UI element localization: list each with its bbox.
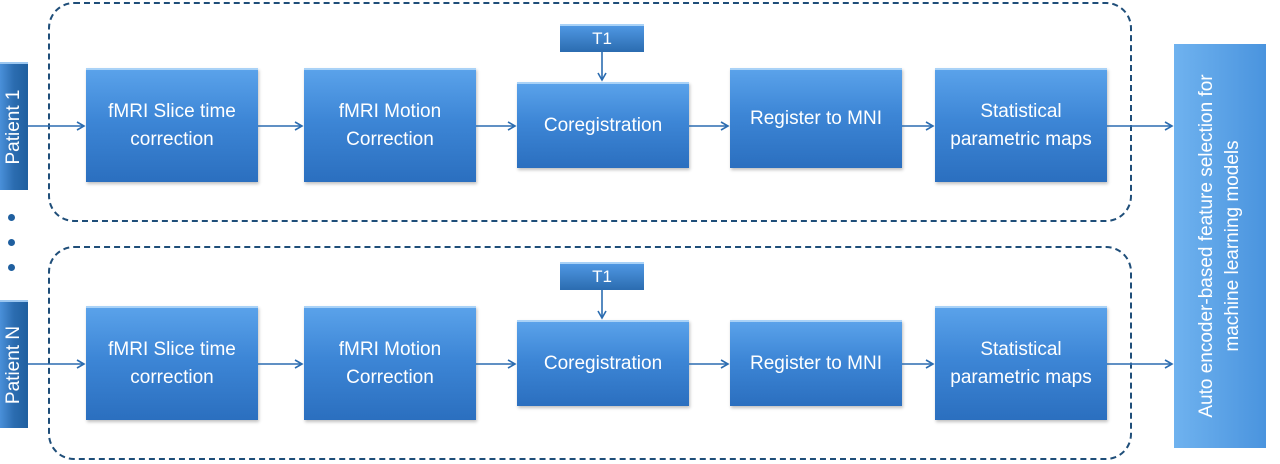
motion-correction-box: fMRI Motion Correction <box>304 68 476 182</box>
step-label: fMRI Motion Correction <box>338 101 442 150</box>
step-label: Statistical parametric maps <box>950 339 1092 388</box>
t1-box-patient-1: T1 <box>560 24 644 52</box>
register-to-mni-box: Register to MNI <box>730 68 902 168</box>
step-label: Register to MNI <box>750 108 882 129</box>
patient-n-pipeline-group <box>48 246 1132 460</box>
step-label: Register to MNI <box>750 353 882 374</box>
step-label: Statistical parametric maps <box>950 101 1092 150</box>
step-label: Coregistration <box>543 353 663 374</box>
statistical-parametric-maps-box: Statistical parametric maps <box>935 306 1107 420</box>
patient-n-label-box: Patient N <box>0 300 28 428</box>
t1-box-patient-n: T1 <box>560 262 644 290</box>
statistical-parametric-maps-box: Statistical parametric maps <box>935 68 1107 182</box>
motion-correction-box: fMRI Motion Correction <box>304 306 476 420</box>
patient-1-pipeline-group <box>48 2 1132 222</box>
coregistration-box: Coregistration <box>517 82 689 168</box>
patient-1-label-box: Patient 1 <box>0 62 28 190</box>
register-to-mni-box: Register to MNI <box>730 320 902 406</box>
slice-time-correction-box: fMRI Slice time correction <box>86 306 258 420</box>
feature-selection-box: Auto encoder-based feature selection for… <box>1174 44 1266 448</box>
t1-label: T1 <box>592 29 612 48</box>
step-label: Coregistration <box>543 115 663 136</box>
slice-time-correction-box: fMRI Slice time correction <box>86 68 258 182</box>
step-label: fMRI Motion Correction <box>338 339 442 388</box>
coregistration-box: Coregistration <box>517 320 689 406</box>
step-label: fMRI Slice time correction <box>108 339 236 388</box>
dot <box>8 239 15 246</box>
step-label: fMRI Slice time correction <box>108 101 236 150</box>
dot <box>8 214 15 221</box>
t1-label: T1 <box>592 267 612 286</box>
dot <box>8 264 15 271</box>
